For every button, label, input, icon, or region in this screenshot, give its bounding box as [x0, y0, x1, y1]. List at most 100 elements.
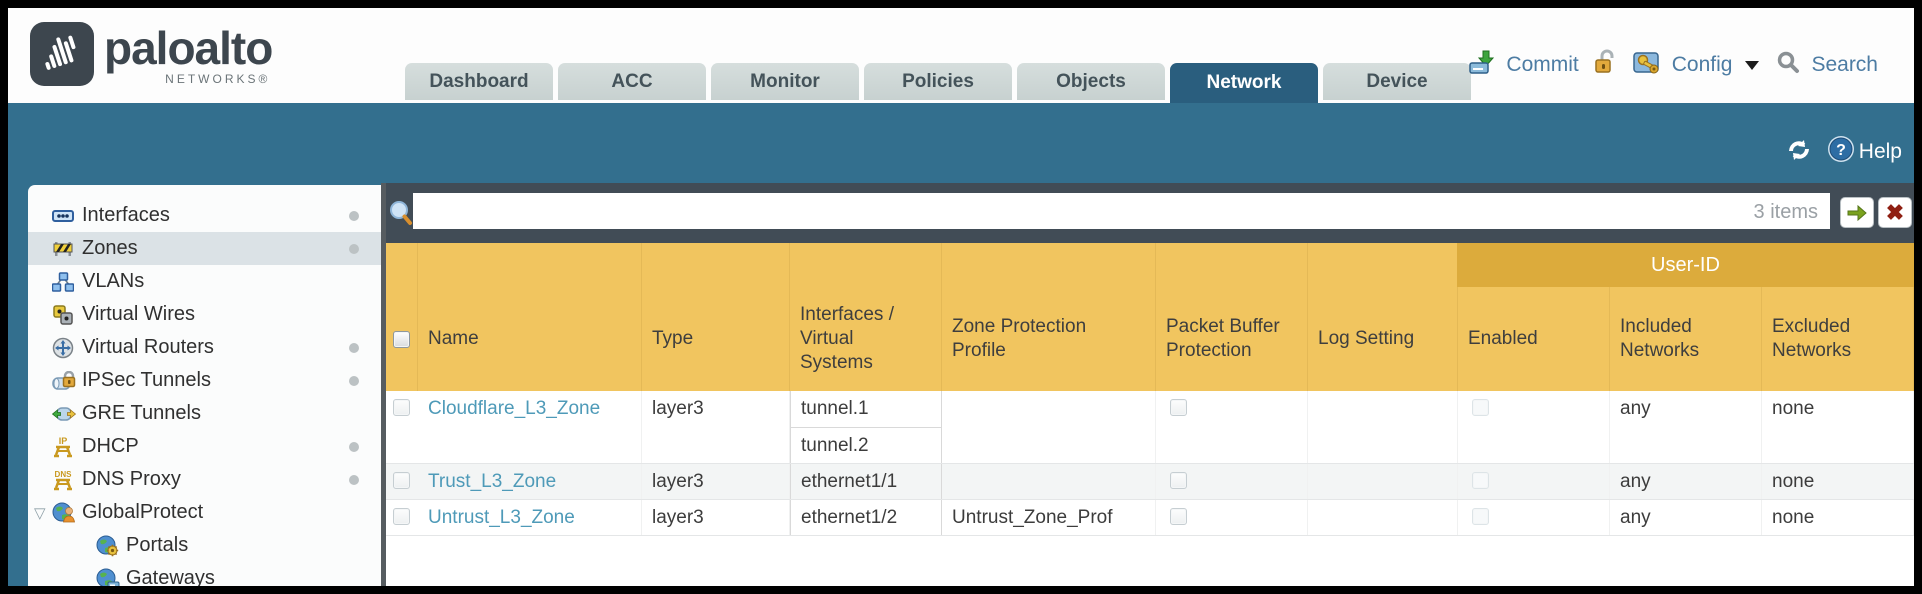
row-checkbox-cell [386, 464, 418, 499]
enabled-checkbox[interactable] [1472, 508, 1489, 525]
excluded-networks-cell: none [1762, 500, 1914, 535]
sidebar-item-label: Interfaces [82, 204, 170, 226]
row-checkbox[interactable] [393, 399, 410, 416]
user-id-group-header: User-ID [1457, 243, 1914, 287]
zone-link[interactable]: Untrust_L3_Zone [428, 507, 575, 528]
column-header-zone-protection[interactable]: Zone Protection Profile [942, 243, 1156, 391]
help-label: Help [1858, 140, 1902, 163]
packet-buffer-checkbox[interactable] [1170, 399, 1187, 416]
sidebar-item-label: Zones [82, 237, 138, 259]
column-header-interfaces[interactable]: Interfaces / Virtual Systems [790, 243, 942, 391]
collapse-triangle-icon[interactable]: ▽ [34, 504, 46, 522]
top-actions: Commit Config [1469, 49, 1878, 81]
packet-buffer-checkbox[interactable] [1170, 472, 1187, 489]
column-header-name[interactable]: Name [418, 243, 642, 391]
filter-bar: 3 items ✖ [386, 183, 1914, 243]
status-dot [349, 211, 359, 221]
excluded-networks-cell: none [1762, 391, 1914, 463]
help-button[interactable]: ? Help [1827, 135, 1902, 169]
tab-acc[interactable]: ACC [558, 63, 706, 100]
status-dot [349, 244, 359, 254]
status-dot [349, 442, 359, 452]
commit-icon [1469, 49, 1495, 81]
row-checkbox[interactable] [393, 472, 410, 489]
sidebar-item-gateways[interactable]: Gateways [28, 562, 381, 586]
zones-icon [52, 240, 78, 258]
config-button[interactable]: Config [1671, 53, 1733, 76]
select-all-checkbox[interactable] [393, 330, 410, 348]
interfaces-icon [52, 208, 78, 224]
clear-filter-button[interactable]: ✖ [1878, 197, 1912, 228]
row-checkbox[interactable] [393, 508, 410, 525]
zone-type-cell: layer3 [642, 391, 790, 463]
column-header-included-networks[interactable]: Included Networks [1610, 243, 1762, 391]
log-setting-cell [1308, 464, 1458, 499]
top-bar: paloalto NETWORKS® Dashboard ACC Monitor… [8, 8, 1914, 103]
zone-link[interactable]: Trust_L3_Zone [428, 471, 557, 492]
sidebar-item-label: Virtual Routers [82, 336, 214, 358]
excluded-networks-cell: none [1762, 464, 1914, 499]
zones-main-pane: 3 items ✖ User-ID Name Type Interfaces /… [386, 183, 1914, 586]
pane-divider[interactable] [381, 183, 386, 586]
interface-entry: tunnel.1 [801, 398, 869, 419]
included-networks-cell: any [1610, 500, 1762, 535]
sidebar-item-dns-proxy[interactable]: DNS DNS Proxy [28, 463, 381, 496]
tab-policies[interactable]: Policies [864, 63, 1012, 100]
sidebar-item-label: GRE Tunnels [82, 402, 201, 424]
tab-device[interactable]: Device [1323, 63, 1471, 100]
content-area: Interfaces Zones VLANs Vir [8, 183, 1914, 586]
virtual-routers-icon [52, 337, 78, 359]
sidebar-item-virtual-routers[interactable]: Virtual Routers [28, 331, 381, 364]
config-caret-icon[interactable] [1745, 60, 1760, 70]
sidebar-item-ipsec-tunnels[interactable]: IPSec Tunnels [28, 364, 381, 397]
network-sidebar: Interfaces Zones VLANs Vir [28, 185, 381, 586]
filter-input[interactable] [413, 193, 1830, 229]
refresh-icon[interactable] [1785, 137, 1813, 168]
zone-protection-cell: Untrust_Zone_Prof [942, 500, 1156, 535]
tab-monitor[interactable]: Monitor [711, 63, 859, 100]
sidebar-item-portals[interactable]: Portals [28, 529, 381, 562]
column-header-type[interactable]: Type [642, 243, 790, 391]
column-header-excluded-networks[interactable]: Excluded Networks [1762, 243, 1914, 391]
user-id-enabled-cell [1458, 464, 1610, 499]
column-header-log-setting[interactable]: Log Setting [1308, 243, 1458, 391]
zone-link[interactable]: Cloudflare_L3_Zone [428, 398, 601, 419]
config-icon [1633, 49, 1661, 81]
column-header-packet-buffer[interactable]: Packet Buffer Protection [1156, 243, 1308, 391]
tab-dashboard[interactable]: Dashboard [405, 63, 553, 100]
user-id-enabled-cell [1458, 391, 1610, 463]
paloalto-logo-icon [30, 22, 94, 86]
sidebar-item-vlans[interactable]: VLANs [28, 265, 381, 298]
sidebar-item-label: IPSec Tunnels [82, 369, 211, 391]
sidebar-item-globalprotect[interactable]: ▽ GlobalProtect [28, 496, 381, 529]
enabled-checkbox[interactable] [1472, 399, 1489, 416]
tab-objects[interactable]: Objects [1017, 63, 1165, 100]
zone-interfaces-cell: ethernet1/2 [790, 500, 942, 535]
lock-icon[interactable] [1594, 49, 1618, 81]
packet-buffer-cell [1156, 391, 1308, 463]
interface-entry: ethernet1/2 [801, 507, 898, 528]
search-icon [1776, 50, 1800, 80]
apply-filter-button[interactable] [1840, 197, 1874, 228]
sidebar-item-virtual-wires[interactable]: Virtual Wires [28, 298, 381, 331]
log-setting-cell [1308, 391, 1458, 463]
table-row: Untrust_L3_Zone layer3 ethernet1/2 Untru… [386, 500, 1914, 536]
enabled-checkbox[interactable] [1472, 472, 1489, 489]
tab-network[interactable]: Network [1170, 63, 1318, 103]
sidebar-item-zones[interactable]: Zones [28, 232, 381, 265]
sidebar-item-interfaces[interactable]: Interfaces [28, 199, 381, 232]
dhcp-icon: IP [52, 436, 78, 458]
packet-buffer-checkbox[interactable] [1170, 508, 1187, 525]
vlans-icon [52, 271, 78, 292]
commit-button[interactable]: Commit [1506, 53, 1579, 76]
sidebar-item-dhcp[interactable]: IP DHCP [28, 430, 381, 463]
brand-sub: NETWORKS® [165, 72, 271, 86]
search-button[interactable]: Search [1811, 53, 1878, 76]
zone-type-cell: layer3 [642, 500, 790, 535]
interface-entry: ethernet1/1 [801, 471, 898, 492]
column-header-enabled[interactable]: Enabled [1458, 243, 1610, 391]
zone-name-cell: Cloudflare_L3_Zone [418, 391, 642, 463]
packet-buffer-cell [1156, 464, 1308, 499]
sidebar-item-gre-tunnels[interactable]: GRE Tunnels [28, 397, 381, 430]
